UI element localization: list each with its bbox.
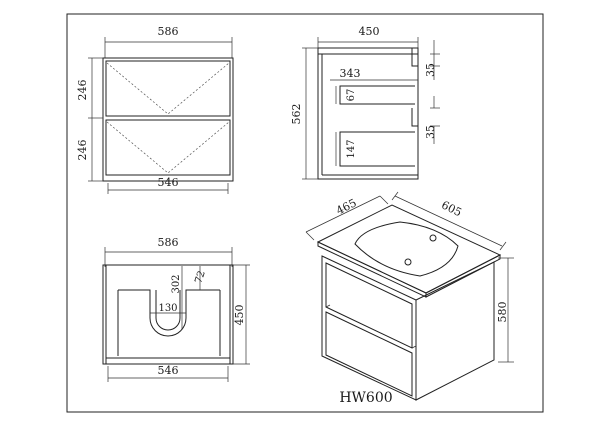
side-cabinet-outline: [317, 47, 419, 180]
top-view-bottom-width-label: 546: [158, 364, 179, 377]
front-cabinet-outline: [102, 57, 234, 182]
top-view-notch-label: 72: [193, 269, 207, 285]
drawing-border: [66, 13, 544, 413]
top-view-u-cutout: [117, 289, 221, 356]
side-inner-depth-label: 343: [340, 67, 361, 80]
front-top-width-label: 586: [158, 25, 179, 38]
side-lower-box: [339, 131, 415, 167]
side-upper-box: [339, 85, 415, 105]
top-view-cutout-width-label: 130: [158, 303, 177, 314]
top-view-top-width-label: 586: [158, 236, 179, 249]
iso-drain: [404, 258, 412, 266]
front-drawer-top-open-lines: [106, 62, 230, 115]
model-number: HW600: [339, 390, 392, 406]
front-drawer-top-height-label: 246: [76, 80, 89, 101]
side-lower-box-label: 147: [346, 139, 357, 158]
iso-tap-hole: [429, 234, 437, 242]
top-view: 586 302 72 130 450 546: [102, 236, 250, 382]
iso-cabinet-side: [415, 261, 495, 401]
side-height-label: 562: [290, 104, 303, 125]
side-top-gap-label: 35: [424, 63, 437, 77]
top-view-depth-label: 450: [233, 305, 246, 326]
iso-depth-label: 465: [334, 196, 359, 217]
side-view: 450 343 67 147 562 35: [290, 25, 440, 180]
front-drawer-bottom-open-lines: [106, 121, 230, 174]
top-view-outline: [102, 264, 234, 365]
iso-width-label: 605: [439, 198, 464, 219]
side-upper-box-label: 67: [346, 89, 357, 102]
front-bottom-width-label: 546: [158, 176, 179, 189]
front-view: 586 246 246 546: [76, 25, 234, 194]
iso-drawer-top: [325, 262, 413, 349]
iso-basin-top: [316, 204, 502, 294]
side-depth-label: 450: [359, 25, 380, 38]
iso-sink-bowl: [354, 221, 459, 277]
front-drawer-bottom: [105, 119, 231, 176]
front-drawer-bottom-height-label: 246: [76, 140, 89, 161]
iso-drawer-bottom: [325, 311, 413, 397]
iso-view: 465 605 580: [305, 191, 514, 401]
front-drawer-top: [105, 60, 231, 117]
top-view-cutout-depth-label: 302: [171, 274, 182, 293]
side-lower-gap-label: 35: [424, 125, 437, 139]
iso-height-label: 580: [496, 302, 509, 323]
